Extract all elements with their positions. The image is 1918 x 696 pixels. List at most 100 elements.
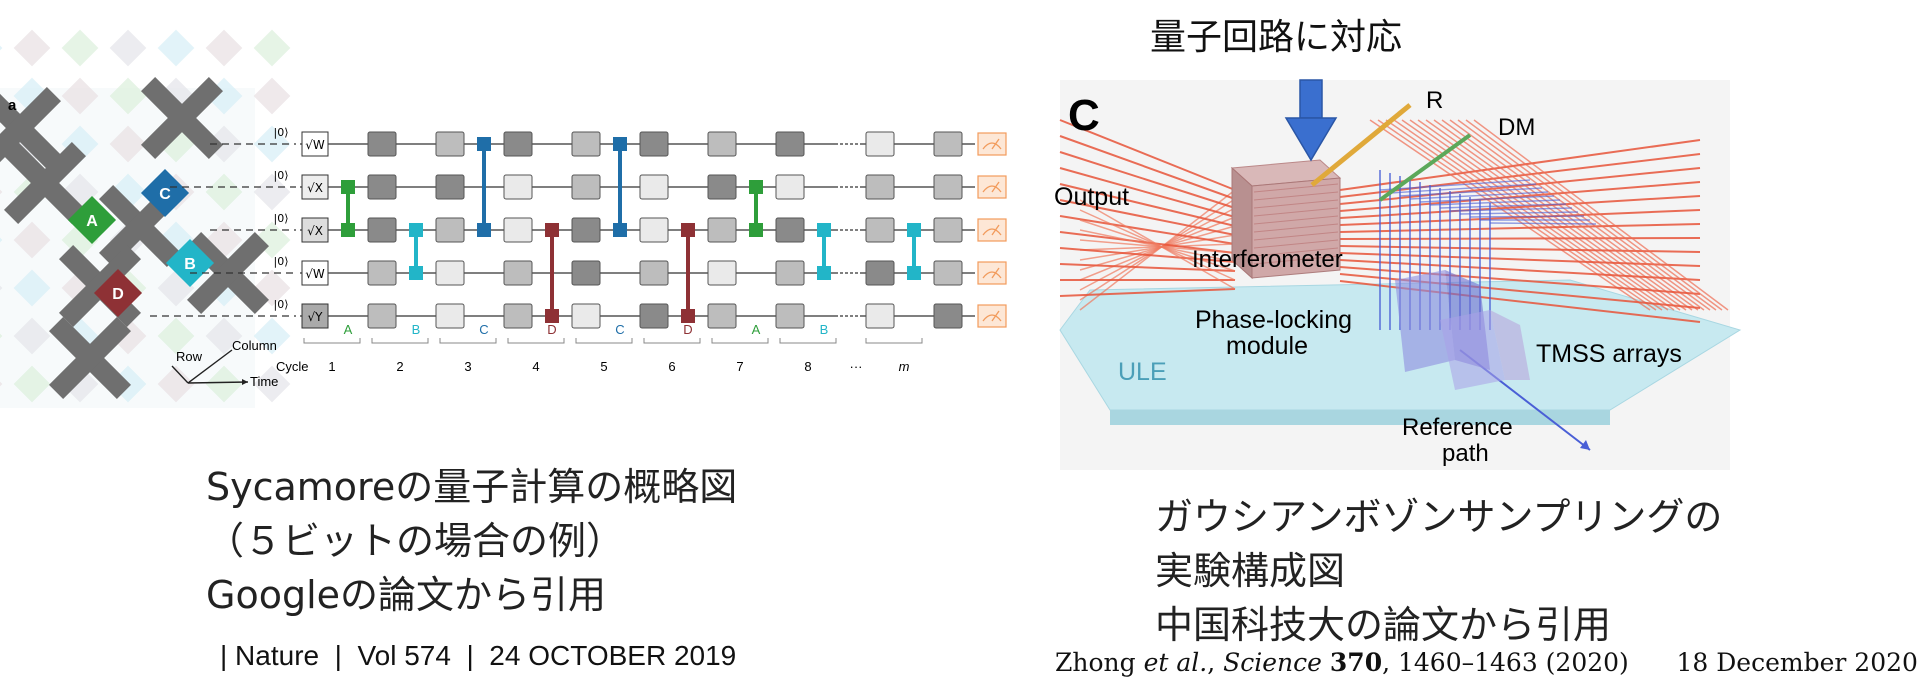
cycle-bracket <box>439 338 497 344</box>
single-qubit-gate <box>435 131 465 157</box>
meter-needle <box>991 181 1000 193</box>
single-qubit-gate <box>571 260 601 286</box>
coupler-node <box>907 266 921 280</box>
output-beam <box>1079 199 1236 290</box>
pump-beam <box>1409 191 1549 200</box>
single-qubit-gate <box>865 260 895 286</box>
cycle-bracket <box>575 338 633 344</box>
meter-icon <box>982 142 1002 150</box>
cycle-bracket <box>779 338 837 344</box>
coupler-node <box>545 223 559 237</box>
output-beam <box>1059 135 1236 200</box>
label-reference-1: Reference <box>1402 414 1513 441</box>
measurement-box <box>977 218 1007 242</box>
lattice-tile <box>109 29 147 67</box>
cube-stripe <box>1253 199 1339 209</box>
single-qubit-gate <box>503 303 533 329</box>
lattice-tile <box>253 173 291 211</box>
coupler-node <box>817 223 831 237</box>
coupler-node <box>477 223 491 237</box>
single-qubit-gate <box>639 217 669 243</box>
single-qubit-gate <box>933 303 963 329</box>
gbs-setup-diagram: C R DM Output Interferometer Phase-locki… <box>1054 79 1742 470</box>
cube-stripe <box>1253 215 1339 225</box>
single-qubit-gate <box>367 303 397 329</box>
pump-beam <box>1489 222 1597 225</box>
single-qubit-gate <box>865 217 895 243</box>
pattern-label: A <box>344 322 353 337</box>
lattice-tile <box>253 365 291 403</box>
label-ule: ULE <box>1118 358 1167 386</box>
lattice-tile <box>157 29 195 67</box>
dm-mirror <box>1378 133 1472 202</box>
label-phase-locking-1: Phase-locking <box>1195 306 1352 334</box>
citation-date: 18 December 2020 <box>1676 648 1918 677</box>
tmss-beam <box>1385 119 1663 311</box>
cycle-number: 1 <box>328 359 335 374</box>
cube-stripe <box>1253 223 1339 233</box>
first-gate-label: √W <box>305 138 325 152</box>
cycle-number: 2 <box>396 359 403 374</box>
single-qubit-gate <box>933 174 963 200</box>
figure-label-c: C <box>1068 91 1100 140</box>
tmss-beam <box>1339 237 1701 240</box>
measurement-box <box>977 304 1007 328</box>
single-qubit-gate <box>571 174 601 200</box>
lattice-tile <box>205 365 243 403</box>
measurement-box <box>977 132 1007 156</box>
single-qubit-gate <box>775 260 805 286</box>
cycle-number: 5 <box>600 359 607 374</box>
cycle-number: 6 <box>668 359 675 374</box>
output-beam <box>1059 215 1236 245</box>
pattern-label: A <box>752 322 761 337</box>
meter-needle <box>991 224 1000 236</box>
single-qubit-gate <box>639 174 669 200</box>
single-qubit-gate <box>503 260 533 286</box>
cycle-number: ··· <box>850 359 863 374</box>
single-qubit-gate <box>775 217 805 243</box>
tmss-beam <box>1465 119 1723 311</box>
coupler-node <box>613 137 627 151</box>
cycle-bracket <box>865 338 923 344</box>
single-qubit-gate <box>707 131 737 157</box>
tmss-beam <box>1425 119 1693 311</box>
first-gate-label: √W <box>305 267 325 281</box>
lattice-tile <box>205 317 243 355</box>
single-qubit-gate <box>571 131 601 157</box>
left-caption-line-3: Googleの論文から引用 <box>206 573 607 617</box>
cycle-number: 8 <box>804 359 811 374</box>
lattice-tile <box>157 317 195 355</box>
tmss-beam <box>1393 119 1669 311</box>
single-qubit-gate <box>775 303 805 329</box>
meter-needle <box>991 138 1000 150</box>
cycle-label: Cycle <box>276 359 309 374</box>
highlight-arrow <box>1284 79 1338 162</box>
cycle-number: m <box>899 359 910 374</box>
single-qubit-gate <box>775 131 805 157</box>
lattice-cross <box>48 316 132 400</box>
coupler-node <box>341 223 355 237</box>
output-beam <box>1059 119 1236 191</box>
first-gate <box>301 217 329 243</box>
first-gate <box>301 303 329 329</box>
single-qubit-gate <box>367 131 397 157</box>
cycle-number: 4 <box>532 359 539 374</box>
qubit-c <box>140 168 190 218</box>
meter-needle <box>991 267 1000 279</box>
single-qubit-gate <box>435 174 465 200</box>
single-qubit-gate <box>933 260 963 286</box>
coupler-node <box>749 180 763 194</box>
qubit-label-d: D <box>112 286 124 303</box>
meter-icon <box>982 314 1002 322</box>
single-qubit-gate <box>639 131 669 157</box>
axis-indicator: Row Column Time <box>171 338 278 389</box>
output-beam <box>1059 167 1236 218</box>
qubit-a <box>67 195 117 245</box>
lattice-tile <box>205 29 243 67</box>
single-qubit-gate <box>503 174 533 200</box>
tmss-beam <box>1473 119 1729 311</box>
meter-needle <box>991 310 1000 322</box>
axis-column-label: Column <box>232 338 277 353</box>
pattern-label: C <box>479 322 488 337</box>
